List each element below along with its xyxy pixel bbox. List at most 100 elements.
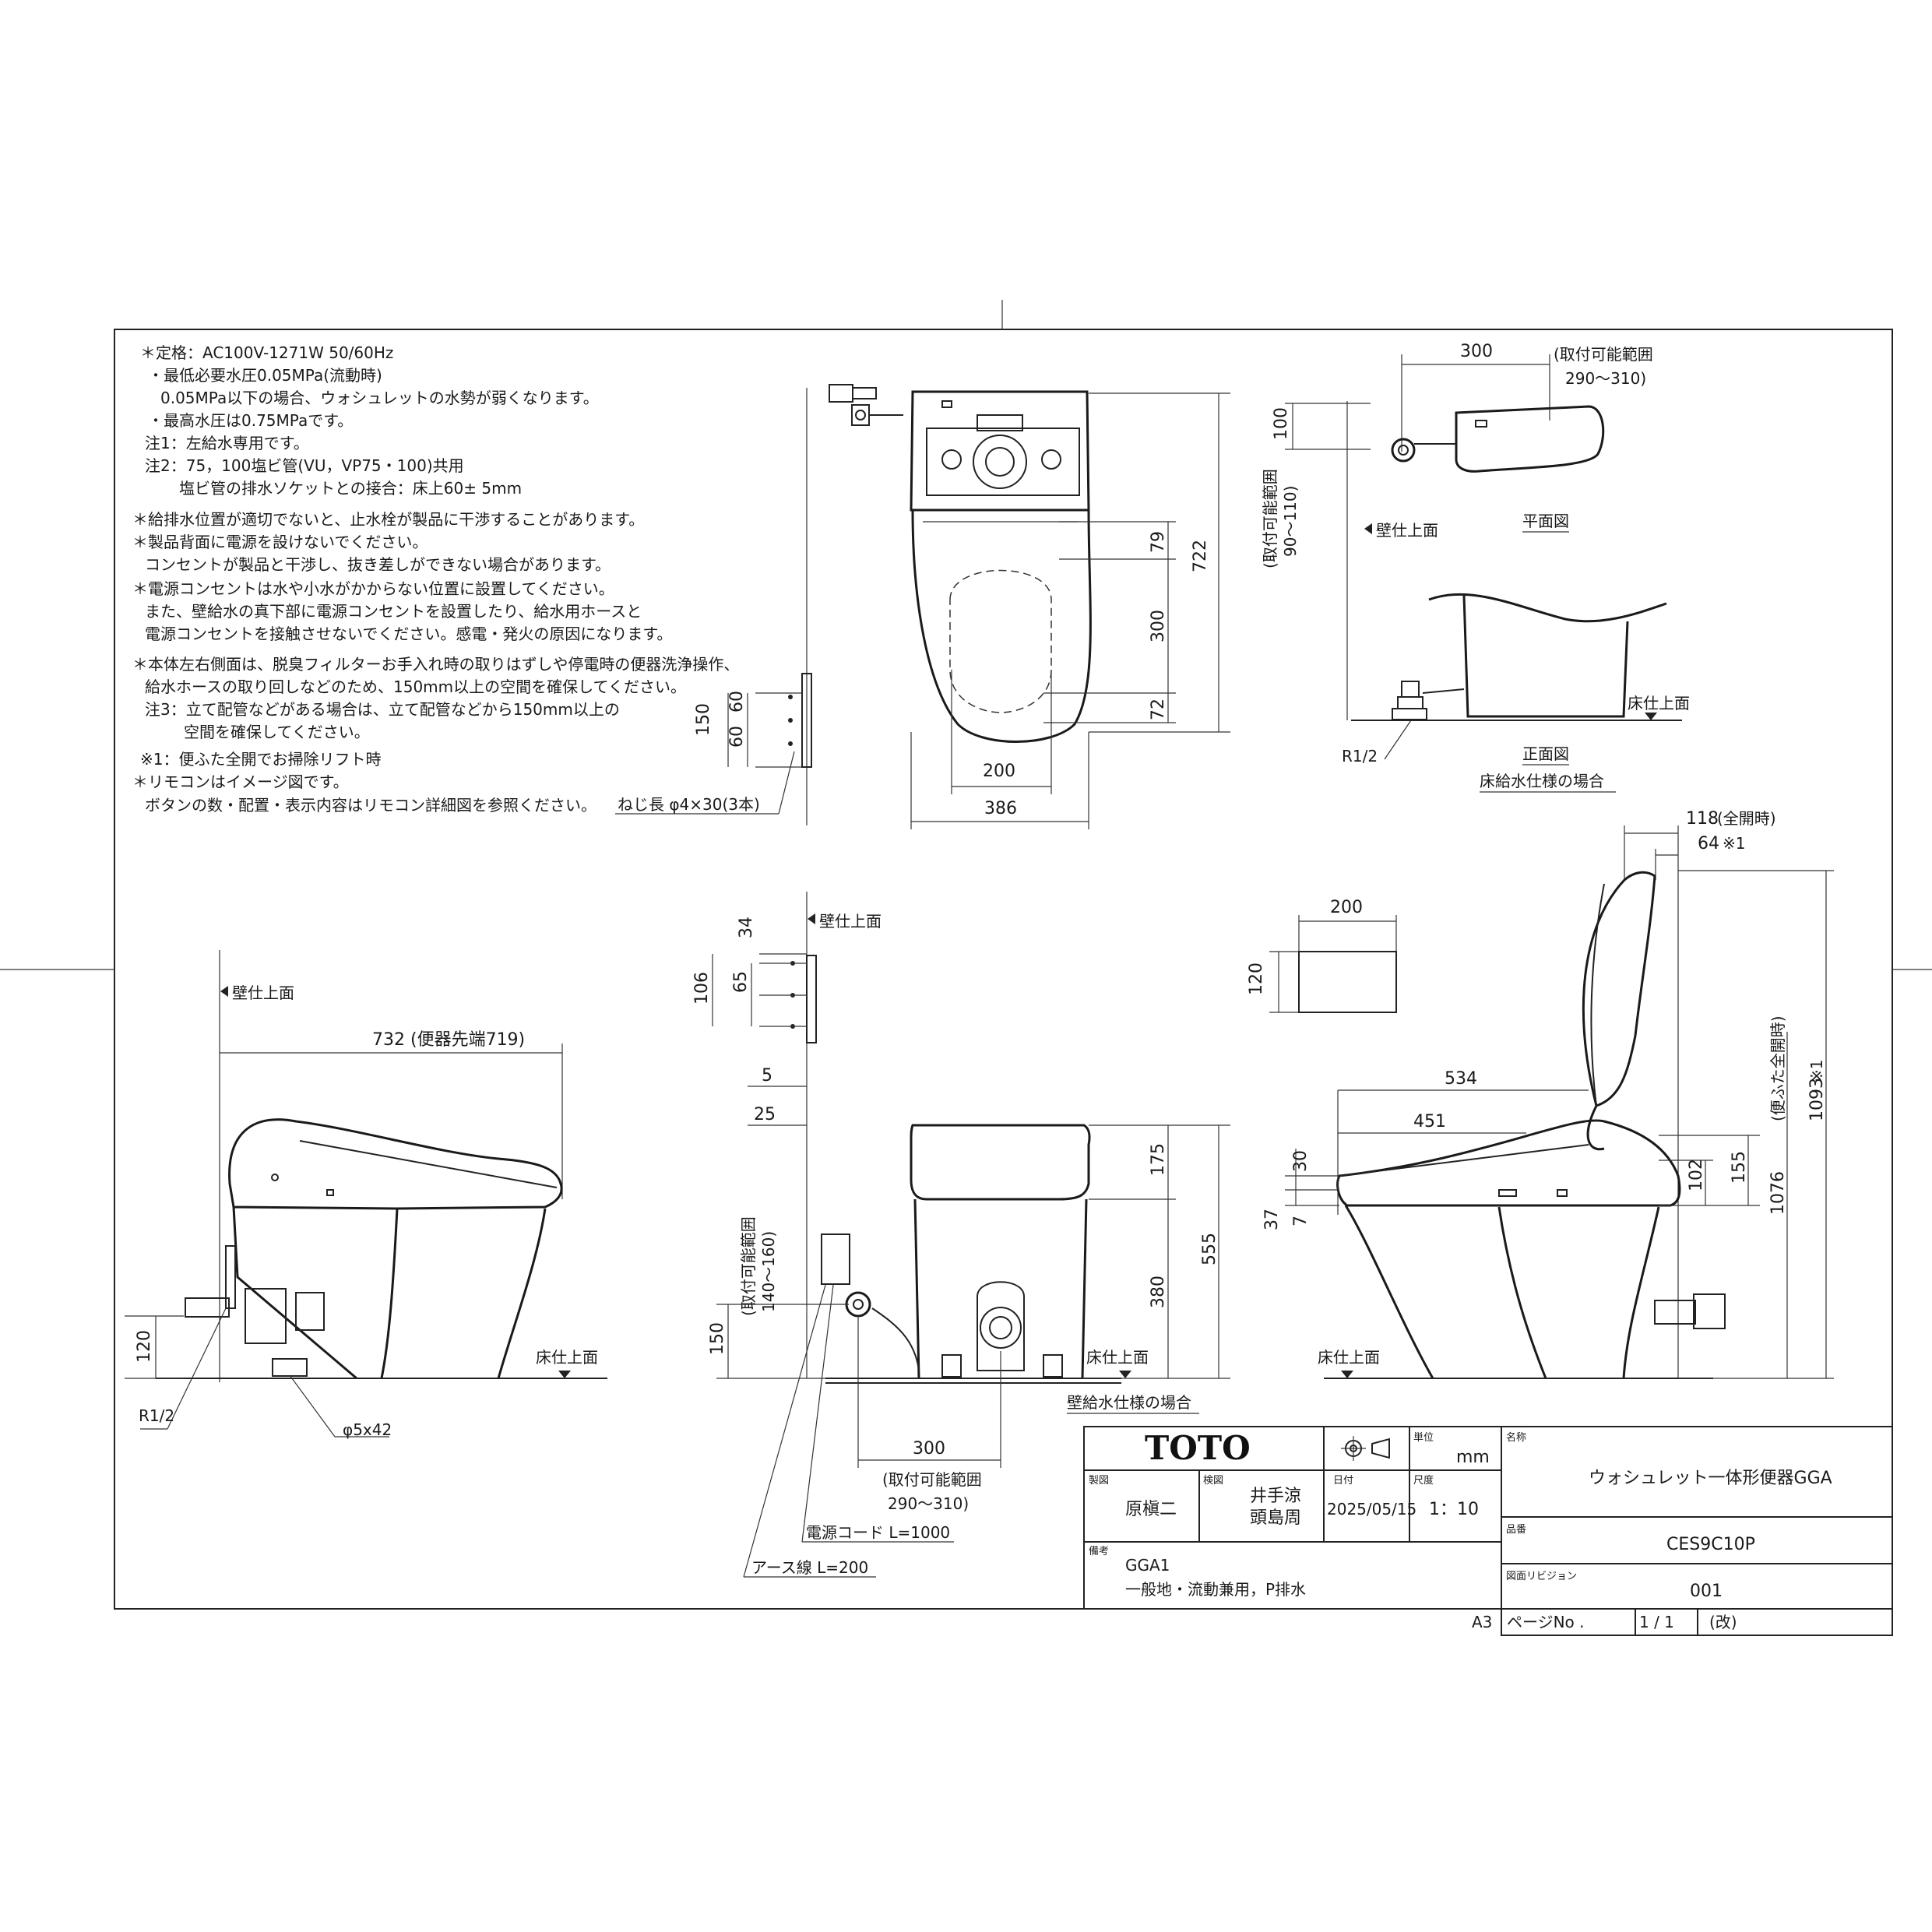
- floor-surface-label: 床仕上面: [536, 1348, 598, 1367]
- dim-150: 150: [708, 1322, 727, 1355]
- floor-surface-label: 床仕上面: [1318, 1348, 1380, 1367]
- scale-value: 1：10: [1429, 1500, 1479, 1519]
- dim-200: 200: [1330, 898, 1363, 917]
- dim-25: 25: [754, 1105, 776, 1124]
- dim-120: 120: [135, 1330, 154, 1363]
- dim-534: 534: [1445, 1069, 1477, 1089]
- revision-value: 001: [1690, 1582, 1723, 1601]
- wall-surface-label: 壁仕上面: [819, 912, 882, 931]
- model-label: 品番: [1506, 1524, 1526, 1536]
- dim-300: 300: [1460, 342, 1493, 361]
- note-line: 塩ビ管の排水ソケットとの接合：床上60± 5mm: [179, 479, 522, 498]
- page-label: ページNo .: [1507, 1613, 1585, 1631]
- note-line: ＊給排水位置が適切でないと、止水栓が製品に干渉することがあります。: [132, 510, 644, 529]
- dim-102: 102: [1687, 1159, 1706, 1191]
- dim-120: 120: [1247, 962, 1266, 995]
- scale-label: 尺度: [1413, 1474, 1434, 1487]
- model-number: CES9C10P: [1666, 1535, 1755, 1554]
- dim-100: 100: [1272, 407, 1291, 440]
- dim-118: 118: [1686, 809, 1719, 829]
- floor-surface-label: 床仕上面: [1628, 694, 1690, 713]
- drawn-label: 製図: [1089, 1475, 1109, 1487]
- front-view-floor-supply: R1/2 床仕上面 正面図 床給水仕様の場合: [1342, 593, 1690, 793]
- note-line: ＊リモコンはイメージ図です。: [132, 772, 349, 791]
- power-cord-label: 電源コード L=1000: [806, 1523, 950, 1542]
- mount-range-vertical-title: (取付可能範囲: [739, 1216, 758, 1316]
- sheet-size: A3: [1472, 1613, 1492, 1631]
- note-line: 電源コンセントを接触させないでください。感電・発火の原因になります。: [145, 625, 672, 643]
- dim-1093: 1093: [1807, 1078, 1827, 1121]
- r12-label: R1/2: [139, 1406, 174, 1425]
- dim-60: 60: [727, 726, 747, 748]
- dim-65: 65: [731, 971, 751, 993]
- mark-1: ※1: [1723, 834, 1745, 853]
- mark-1: ※1: [1807, 1060, 1826, 1082]
- wall-supply-title: 壁給水仕様の場合: [1067, 1393, 1191, 1412]
- dim-300: 300: [913, 1439, 945, 1459]
- mount-range-title: (取付可能範囲: [882, 1470, 982, 1489]
- notes-block: ＊定格：AC100V-1271W 50/60Hz ・最低必要水圧0.05MPa(…: [132, 343, 739, 815]
- dim-722: 722: [1191, 540, 1210, 572]
- floor-supply-title: 床給水仕様の場合: [1480, 772, 1604, 790]
- date-value: 2025/05/15: [1327, 1500, 1416, 1519]
- remarks-line-1: GGA1: [1125, 1556, 1170, 1575]
- note-line: 注2：75，100塩ビ管(VU，VP75・100)共用: [145, 456, 464, 475]
- mount-range-title: (取付可能範囲: [1554, 345, 1653, 364]
- dim-79: 79: [1149, 531, 1168, 553]
- earth-wire-label: アース線 L=200: [751, 1558, 868, 1577]
- note-line: また、壁給水の真下部に電源コンセントを設置したり、給水用ホースと: [145, 602, 642, 621]
- dim-37: 37: [1262, 1209, 1282, 1230]
- dim-380: 380: [1149, 1276, 1168, 1308]
- name-label: 名称: [1506, 1431, 1526, 1444]
- dim-386: 386: [984, 799, 1017, 818]
- page-suffix: (改): [1709, 1613, 1737, 1631]
- dim-175: 175: [1149, 1143, 1168, 1176]
- remarks-label: 備考: [1089, 1545, 1109, 1557]
- revision-label: 図面リビジョン: [1506, 1571, 1577, 1582]
- dim-30: 30: [1291, 1150, 1311, 1172]
- dim-60: 60: [727, 691, 747, 713]
- plan-view-title: 平面図: [1522, 512, 1569, 530]
- note-line: コンセントが製品と干渉し、抜き差しができない場合があります。: [145, 555, 611, 574]
- wall-surface-label: 壁仕上面: [232, 984, 294, 1002]
- drawn-by: 原槇二: [1125, 1500, 1177, 1519]
- date-label: 日付: [1333, 1475, 1353, 1487]
- product-name: ウォシュレット一体形便器GGA: [1589, 1469, 1832, 1488]
- mount-range-value: 290～310): [888, 1494, 969, 1513]
- unit-label: 単位: [1413, 1431, 1434, 1444]
- dim-5: 5: [762, 1066, 772, 1086]
- note-line: 0.05MPa以下の場合、ウォシュレットの水勢が弱くなります。: [160, 389, 599, 407]
- dim-106: 106: [692, 972, 712, 1005]
- checked-label: 検図: [1203, 1475, 1223, 1487]
- title-block: TOTO 単位 mm 名称 ウォシュレット一体形便器GGA 製図 原槇二 検図 …: [1083, 1426, 1893, 1636]
- r12-label: R1/2: [1342, 747, 1378, 765]
- dim-64: 64: [1698, 834, 1719, 853]
- dim-7: 7: [1291, 1216, 1311, 1226]
- remote-control-box: 200 120: [1247, 898, 1397, 1013]
- note-line: ＊電源コンセントは水や小水がかからない位置に設置してください。: [132, 579, 614, 598]
- remarks-line-2: 一般地・流動兼用，P排水: [1125, 1580, 1306, 1599]
- note-line: ・最高水圧は0.75MPaです。: [148, 411, 353, 430]
- note-line: 注1：左給水専用です。: [145, 434, 309, 452]
- supply-valve: [829, 384, 903, 426]
- projection-symbol-icon: [1341, 1436, 1390, 1461]
- mount-range-value: 290～310): [1565, 369, 1646, 388]
- front-view-title: 正面図: [1522, 744, 1569, 763]
- lid-full-open-label: (便ふた全開時): [1768, 1015, 1787, 1121]
- note-line: ※1：便ふた全開でお掃除リフト時: [140, 750, 381, 769]
- dim-1076: 1076: [1768, 1171, 1788, 1215]
- note-line: ボタンの数・配置・表示内容はリモコン詳細図を参照ください。: [145, 796, 596, 815]
- phi-label: φ5x42: [343, 1420, 392, 1439]
- screw-label: ねじ長 φ4×30(3本): [618, 795, 760, 814]
- dim-72: 72: [1149, 699, 1168, 720]
- note-line: ＊定格：AC100V-1271W 50/60Hz: [140, 343, 393, 362]
- mount-range-vertical-value: 90～110): [1281, 486, 1300, 557]
- dim-555: 555: [1200, 1233, 1219, 1265]
- checked-by-1: 井手涼: [1250, 1487, 1301, 1506]
- plan-view: 100 300 (取付可能範囲 290～310) (取付可能範囲 90～110)…: [1261, 342, 1653, 720]
- side-view-left: 壁仕上面 732 (便器先端719) 床仕上面 120 R1/2 φ5x42: [125, 950, 607, 1439]
- page-number: 1 / 1: [1639, 1613, 1674, 1631]
- floor-surface-label: 床仕上面: [1086, 1348, 1149, 1367]
- full-open-label: (全開時): [1717, 809, 1776, 828]
